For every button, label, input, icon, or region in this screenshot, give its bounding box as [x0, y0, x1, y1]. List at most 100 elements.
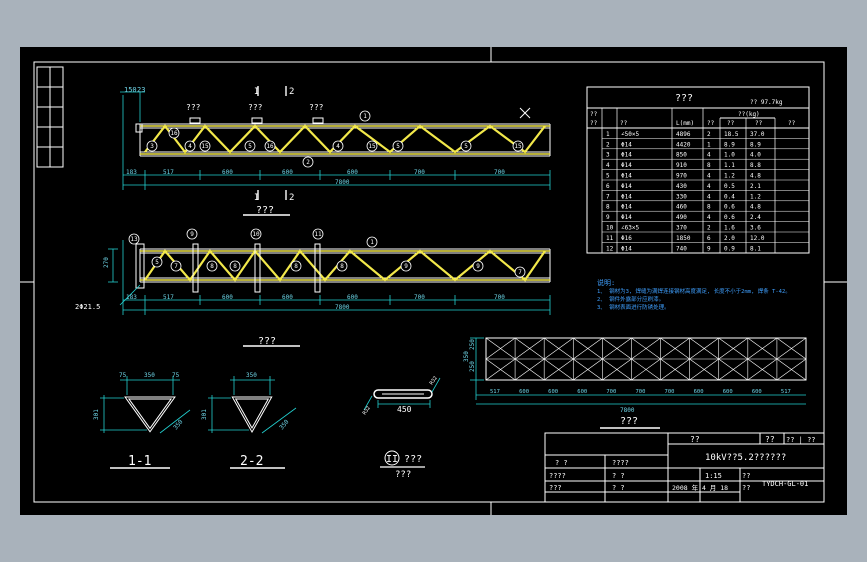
plan-member-number: 7 [174, 263, 178, 270]
lattice-span-dim: 600 [548, 389, 558, 395]
elev-top-dim2: 23 [137, 86, 145, 94]
bom-cell: 10 [606, 225, 614, 232]
elevation-view [120, 86, 551, 216]
bom-col-3: ?? [620, 120, 628, 127]
bom-cell: 490 [676, 214, 687, 221]
detail-label: II ??? [386, 454, 422, 465]
s2-height: 301 [201, 409, 208, 420]
bom-cell: 8 [707, 162, 711, 169]
bom-cell: 2.1 [750, 183, 761, 190]
tb-r1c2: ???? [612, 459, 629, 467]
bom-cell: 8 [707, 204, 711, 211]
s1-dim-a: 75 [119, 372, 127, 379]
lattice-diagonal [631, 337, 661, 360]
note-2: 2、 钢件外露部分应刷漆。 [597, 295, 664, 303]
bom-cell: 4420 [676, 141, 691, 148]
bom-cell: Φ14 [621, 193, 632, 200]
tb-col3: ?? | ?? [786, 436, 816, 444]
bom-title: ??? [675, 93, 693, 104]
bom-cell: 370 [676, 225, 687, 232]
bom-cell: 2.0 [724, 235, 735, 242]
plan-member-circle [336, 260, 348, 272]
bom-cell: 4 [707, 214, 711, 221]
section-mark-1a: I [254, 87, 259, 97]
plan-member-circle [206, 260, 218, 272]
lattice-diagonal [747, 358, 778, 381]
lattice-diagonal [718, 358, 748, 381]
plan-member-circle [514, 266, 526, 278]
bom-cell: 1.0 [724, 152, 735, 159]
bom-cell: 4.0 [750, 152, 761, 159]
elev-member-number: 1 [363, 113, 367, 120]
plan-member-number: 9 [190, 231, 194, 238]
bom-cell: 1.6 [724, 225, 735, 232]
lattice-diagonal [776, 337, 807, 360]
note-3: 3、 钢材表面进行防锈处理。 [597, 303, 670, 311]
bom-cell: 3 [606, 152, 610, 159]
elev-member-circle [146, 140, 158, 152]
notes-heading: 说明: [597, 278, 615, 287]
bom-col-1: ?? [590, 111, 598, 118]
bom-col-6: ?? [727, 120, 735, 127]
bom-cell: 850 [676, 152, 687, 159]
bom-cell: 4 [707, 152, 711, 159]
drawing-sheet [20, 47, 847, 515]
elev-span-2: 600 [222, 169, 233, 176]
bom-cell: 460 [676, 204, 687, 211]
lattice-diagonal [514, 337, 545, 360]
elev-member-number: 15 [368, 143, 376, 150]
bom-cell: 4.8 [750, 173, 761, 180]
tb-drawing-no: TYDCH-GL-01 [762, 480, 808, 488]
elev-callout-3: ??? [309, 103, 324, 112]
tb-c-a: ?? [742, 472, 750, 480]
tb-r3c2: ? ? [612, 484, 625, 492]
tb-name: 10kV??5.2?????? [705, 453, 786, 463]
lattice-span-dim: 600 [723, 389, 733, 395]
elev-member-number: 4 [336, 143, 340, 150]
tb-scale: 1:15 [705, 472, 722, 480]
bom-cell: 8.1 [750, 245, 761, 252]
bom-cell: 9 [606, 214, 610, 221]
lattice-span-dim: 600 [577, 389, 587, 395]
bom-cell: ∠63×5 [621, 225, 639, 232]
elev-member-circle [199, 140, 211, 152]
lattice-height-1: 250 [469, 339, 476, 350]
bom-cell: 4 [707, 183, 711, 190]
section-2-2 [208, 376, 297, 469]
lattice-span-dim: 600 [752, 389, 762, 395]
bom-cell: ∠50×5 [621, 131, 639, 138]
plan-dim-left: 183 [126, 294, 137, 301]
bom-cell: 970 [676, 173, 687, 180]
bom-cell: Φ14 [621, 245, 632, 252]
lattice-height-2: 250 [469, 361, 476, 372]
lattice-diagonal [660, 337, 690, 360]
plan-member-circle [472, 260, 484, 272]
elev-member-number: 5 [396, 143, 400, 150]
s1-dim-c: 75 [172, 372, 180, 379]
plan-member-circle [366, 236, 378, 248]
bom-cell: 11 [606, 235, 614, 242]
lattice-diagonal [747, 337, 778, 360]
lattice-span-dim: 600 [694, 389, 704, 395]
bom-cell: 8.8 [750, 162, 761, 169]
bom-cell: 12 [606, 245, 614, 252]
bom-cell: Φ14 [621, 173, 632, 180]
bom-cell: 1.2 [750, 193, 761, 200]
lattice-diagonal [485, 337, 516, 360]
lattice-diagonal [776, 358, 807, 381]
bom-cell: 0.4 [724, 193, 735, 200]
elev-member-circle [168, 127, 180, 139]
tb-c-b: ?? [742, 484, 750, 492]
bom-cell: 4 [707, 193, 711, 200]
elev-member-circle [366, 140, 378, 152]
plan-height-dim: 270 [103, 257, 110, 268]
bom-cell: Φ14 [621, 204, 632, 211]
bom-cell: Φ14 [621, 183, 632, 190]
detail-left-tag: R32 [362, 405, 372, 416]
elev-member-circle [332, 140, 344, 152]
bom-cell: 37.0 [750, 131, 765, 138]
plan-span-6: 700 [494, 294, 505, 301]
bom-cell: 0.6 [724, 204, 735, 211]
